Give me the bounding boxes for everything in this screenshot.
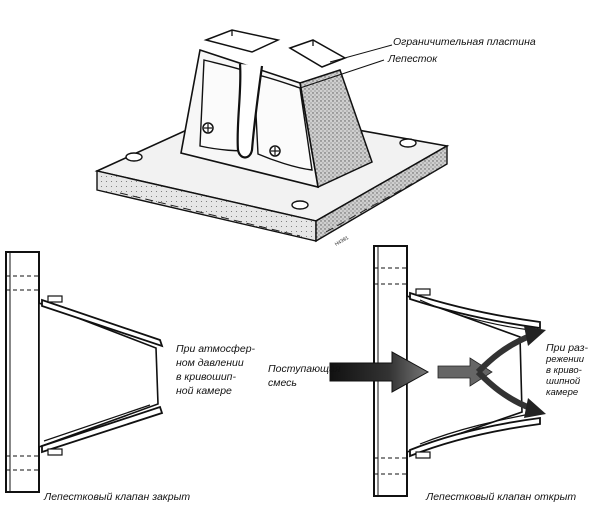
open-note-line-3: в криво- <box>546 365 582 376</box>
label-limiter-plate: Ограничительная пластина <box>393 36 536 48</box>
valve-closed-figure: При атмосфер- ном давлении в кривошип- н… <box>5 251 256 503</box>
drawing-code: H4391 <box>334 235 350 248</box>
caption-open: Лепестковый клапан открыт <box>425 491 576 503</box>
leader-line-plate <box>329 44 393 63</box>
caption-closed: Лепестковый клапан закрыт <box>43 491 190 503</box>
closed-note-line-3: в кривошип- <box>176 371 236 383</box>
reed-petal <box>253 73 313 171</box>
petal-open-upper-2 <box>419 299 531 331</box>
mounting-hole <box>399 138 417 148</box>
limiter-plate <box>203 29 281 53</box>
open-note-line-4: шипной <box>546 376 581 387</box>
closed-note-line-1: При атмосфер- <box>176 343 256 355</box>
screw <box>269 145 281 157</box>
valve-open-figure: Поступающая смесь При раз- режении в кри… <box>268 245 589 503</box>
base-plate-front-right <box>315 144 448 243</box>
flange-closed <box>5 251 40 493</box>
mounting-hole <box>125 152 143 162</box>
closed-note-line-2: ном давлении <box>176 357 244 369</box>
petal-open-lower-2 <box>419 413 531 445</box>
flow-label-line-1: Поступающая <box>268 363 341 375</box>
leader-line-petal <box>299 59 385 89</box>
open-note-line-5: камере <box>546 387 578 398</box>
label-petal: Лепесток <box>387 53 438 65</box>
screw <box>202 122 214 134</box>
valve-wedge-closed <box>38 301 159 449</box>
petal-closed-upper <box>41 298 164 348</box>
flow-arrow-up <box>475 333 532 375</box>
flow-arrow-incoming <box>329 351 430 393</box>
closed-note-line-4: ной камере <box>176 385 232 397</box>
petal-slot <box>236 63 264 159</box>
petal-closed-lower <box>41 405 164 454</box>
flow-arrow-down <box>475 369 532 411</box>
petal-open-lower <box>409 416 541 458</box>
open-note-line-2: режении <box>545 354 585 365</box>
open-note-line-1: При раз- <box>546 342 589 354</box>
reed-valve-assembly-drawing: Ограничительная пластина Лепесток H4391 <box>94 29 536 248</box>
limiter-plate <box>288 39 347 68</box>
flow-label-line-2: смесь <box>268 377 297 389</box>
mounting-hole <box>291 200 309 210</box>
